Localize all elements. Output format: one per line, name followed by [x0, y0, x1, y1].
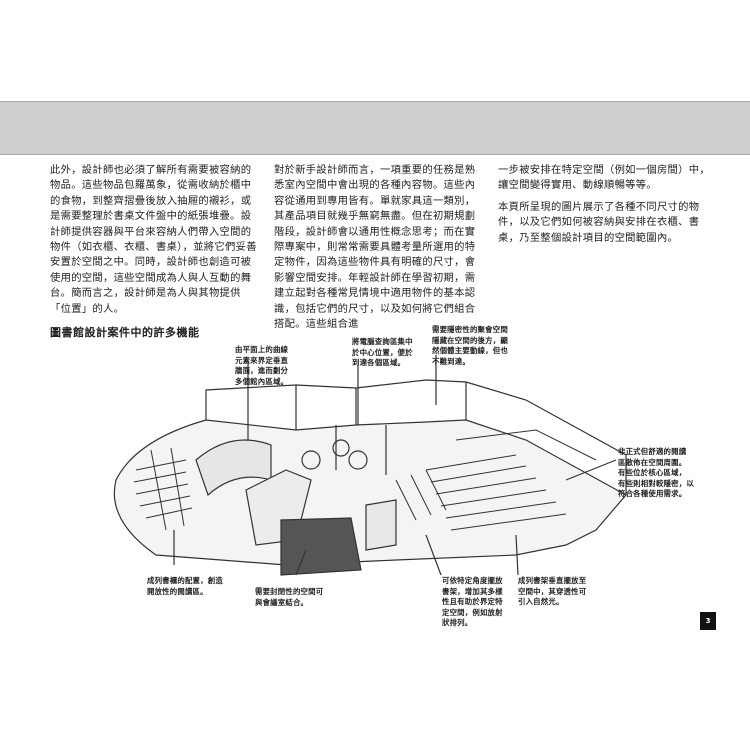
- callout-line: 將電腦查詢區集中: [352, 337, 413, 346]
- callout-line: 有些則相對較隱密，以: [618, 478, 694, 488]
- callout-line: 空間中，其穿透性可: [518, 586, 587, 596]
- callout-line: 開放性的閱讀區。: [147, 586, 208, 596]
- callout-line: 定空間，例如放射: [442, 607, 503, 617]
- callout-line: 然個體主要動線，但也: [432, 346, 508, 356]
- callout-line: 需要隱密性的聚會空間: [432, 325, 508, 334]
- callout-reading: 非正式但舒適的閱讀 區散佈在空間周圍。 有些位於核心區域， 有些則相對較隱密，以…: [618, 447, 694, 500]
- page-number: 3: [700, 612, 716, 630]
- callout-computer: 將電腦查詢區集中 於中心位置，便於 到達各個區域。: [352, 337, 413, 369]
- callout-line: 牆面，進而劃分: [235, 366, 289, 376]
- callout-line: 區散佈在空間周圍。: [618, 457, 687, 467]
- callout-line: 書架，增加其多樣: [442, 586, 503, 596]
- callout-line: 狀排列。: [442, 618, 473, 628]
- callout-line: 可依特定角度擺放: [442, 576, 503, 585]
- callout-line: 成列書架垂直擺放至: [518, 576, 587, 585]
- callout-line: 成列書櫃的配置，創造: [147, 576, 223, 585]
- callout-line: 與會議室結合。: [255, 597, 309, 607]
- callout-line: 由平面上的曲線: [235, 345, 289, 354]
- callout-line: 性且有助於界定特: [442, 597, 503, 607]
- callout-line: 非正式但舒適的閱讀: [618, 447, 687, 456]
- paragraph: 對於新手設計師而言，一項重要的任務是熟悉室內空間中會出現的各種內容物。這些內容從…: [274, 164, 476, 331]
- callout-private: 需要隱密性的聚會空間 隱藏在空間的後方，顯 然個體主要動線，但也 不難到達。: [432, 325, 508, 367]
- callout-line: 於中心位置，便於: [352, 347, 413, 357]
- text-column-2: 對於新手設計師而言，一項重要的任務是熟悉室內空間中會出現的各種內容物。這些內容從…: [274, 163, 482, 338]
- paragraph: 本頁所呈現的圖片展示了各種不同尺寸的物件，以及它們如何被容納與安排在衣櫃、書桌，…: [498, 200, 700, 244]
- header-band: [0, 101, 750, 155]
- callout-line: 元素來界定垂直: [235, 355, 289, 365]
- paragraph: 此外，設計師也必須了解所有需要被容納的物品。這些物品包羅萬象，從需收納於櫃中的食…: [50, 164, 257, 315]
- callout-angled: 可依特定角度擺放 書架，增加其多樣 性且有助於界定特 定空間，例如放射 狀排列。: [442, 576, 503, 629]
- callout-line: 符合各種使用需求。: [618, 489, 687, 499]
- text-column-3: 一步被安排在特定空間（例如一個房間）中，讓空間變得實用、動線順暢等等。 本頁所呈…: [498, 163, 710, 252]
- callout-line: 多個館內區域。: [235, 376, 289, 386]
- callout-line: 到達各個區域。: [352, 358, 406, 368]
- paragraph: 一步被安排在特定空間（例如一個房間）中，讓空間變得實用、動線順暢等等。: [498, 164, 710, 192]
- callout-stacks-left: 成列書櫃的配置，創造 開放性的閱讀區。: [147, 576, 223, 597]
- figure-title: 圖書館設計案件中的許多機能: [50, 326, 200, 339]
- callout-line: 有些位於核心區域，: [618, 468, 687, 478]
- text-column-1: 此外，設計師也必須了解所有需要被容納的物品。這些物品包羅萬象，從需收納於櫃中的食…: [50, 163, 258, 323]
- callout-stacks-right: 成列書架垂直擺放至 空間中，其穿透性可 引入自然光。: [518, 576, 586, 608]
- library-illustration: [113, 355, 627, 576]
- callout-meeting: 需要封閉性的空間可 與會議室結合。: [255, 587, 323, 608]
- callout-line: 隱藏在空間的後方，顯: [432, 335, 508, 345]
- callout-line: 需要封閉性的空間可: [255, 587, 324, 596]
- callout-line: 不難到達。: [432, 356, 470, 366]
- callout-curved-wall: 由平面上的曲線 元素來界定垂直 牆面，進而劃分 多個館內區域。: [235, 345, 288, 387]
- callout-line: 引入自然光。: [518, 597, 564, 607]
